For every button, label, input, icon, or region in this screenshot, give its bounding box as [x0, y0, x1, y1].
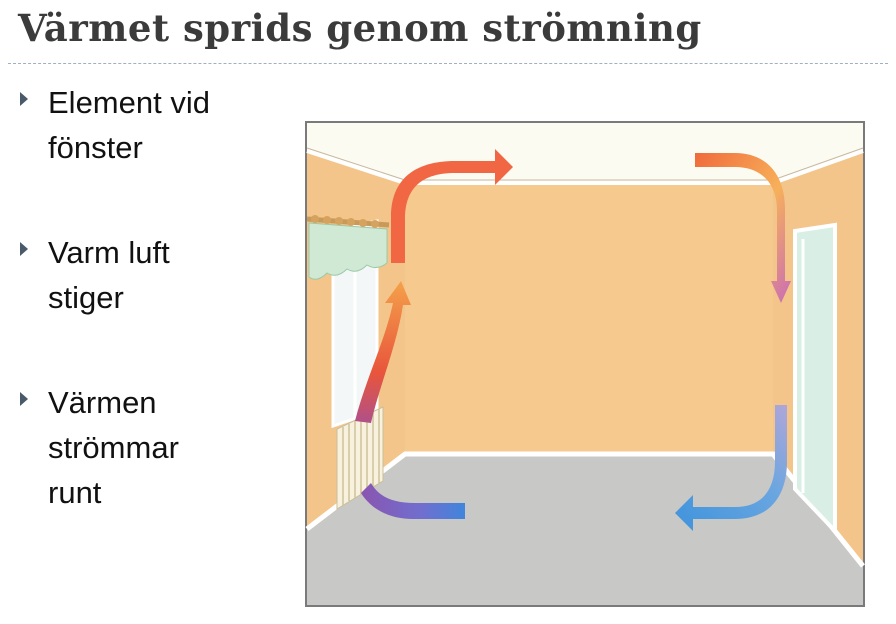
bullet-text: Element vid fönster: [48, 85, 210, 165]
bullet-text: Värmen strömmar runt: [48, 385, 179, 510]
title-divider: [8, 63, 888, 64]
radiator: [336, 406, 384, 510]
crown-moulding: [306, 149, 864, 185]
bullet-triangle-icon: [20, 242, 28, 256]
bullet-triangle-icon: [20, 92, 28, 106]
room-convection-illustration: [305, 121, 865, 607]
bullet-triangle-icon: [20, 392, 28, 406]
crown-moulding-edge: [306, 147, 864, 181]
floor: [307, 454, 863, 605]
door: [793, 222, 837, 536]
cool-air-arrow: [675, 405, 787, 531]
bullet-text: Varm luft stiger: [48, 235, 170, 315]
back-wall: [405, 183, 773, 454]
ceiling: [307, 123, 863, 183]
curtain-valance: [308, 222, 388, 280]
warm-air-arrow: [391, 149, 513, 263]
warm-air-arrow: [695, 153, 791, 303]
slide-title: Värmet sprids genom strömning: [18, 6, 702, 50]
cool-air-arrow: [361, 483, 465, 519]
warm-air-arrow: [355, 281, 411, 423]
